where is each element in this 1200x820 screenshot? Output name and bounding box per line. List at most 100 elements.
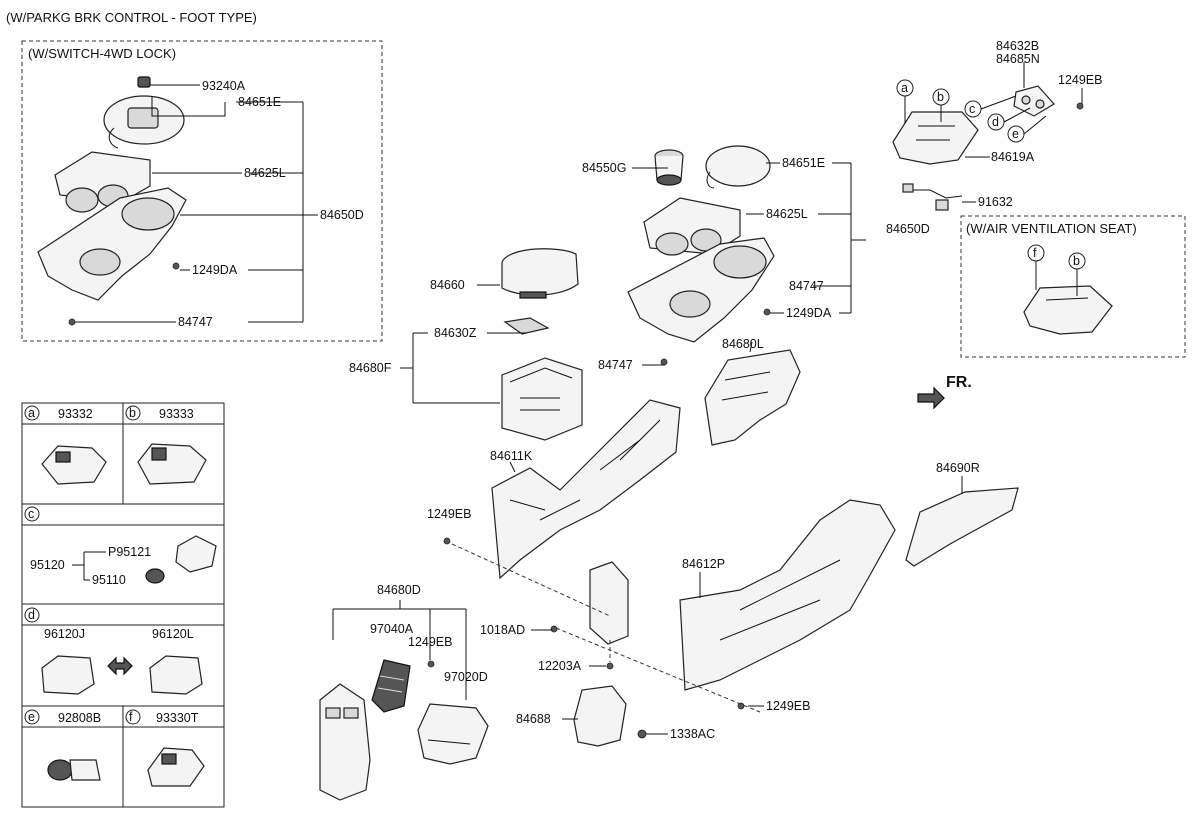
legend-b-part: 93333 [159, 407, 194, 421]
label-1249EB-switch: 1249EB [1058, 73, 1102, 87]
storage-mat-part [503, 317, 550, 335]
rear-console-panel-part [319, 683, 371, 801]
label-84651E: 84651E [782, 156, 825, 170]
rear-cover-right-part [905, 487, 1019, 567]
switch-housing-part [892, 111, 979, 165]
legend-a-switch-part [41, 445, 107, 485]
callout-f-text: f [1033, 246, 1037, 260]
legend-a-letter: a [28, 406, 35, 420]
front-label: FR. [946, 374, 972, 391]
screw-1249EB-left [443, 537, 451, 545]
label-1018AD: 1018AD [480, 623, 525, 637]
cup-holder-part-left [54, 151, 151, 213]
label-1249DA-inset: 1249DA [192, 263, 238, 277]
vent-switch-housing-part [1023, 285, 1113, 335]
bolt-12203A [606, 662, 614, 670]
legend-e-socket-part [47, 759, 101, 781]
legend-d-left: 96120J [44, 627, 85, 641]
bracket-part [589, 561, 629, 645]
label-84650D: 84650D [886, 222, 930, 236]
air-vent-header: (W/AIR VENTILATION SEAT) [966, 221, 1137, 236]
label-84612P: 84612P [682, 557, 725, 571]
callout-e-text: e [1012, 127, 1019, 141]
label-84680D: 84680D [377, 583, 421, 597]
console-tray-part-left [37, 187, 187, 301]
label-84625L: 84625L [766, 207, 808, 221]
console-frame-part [491, 399, 681, 580]
legend-callout-b [125, 405, 141, 421]
rear-vent-duct-part [417, 703, 489, 765]
legend-d-letter: d [28, 608, 35, 622]
label-84625L-inset: 84625L [244, 166, 286, 180]
nut-1338AC [637, 729, 647, 739]
label-84747-lower: 84747 [598, 358, 633, 372]
screw-1249EB-rear [427, 660, 435, 668]
label-84690R: 84690R [936, 461, 980, 475]
label-84632B: 84632B [996, 39, 1039, 53]
clip-part-left [68, 318, 76, 326]
switch-bezel-part [103, 95, 185, 149]
storage-box-part [501, 357, 583, 441]
ash-cup-part [654, 149, 684, 186]
label-91632: 91632 [978, 195, 1013, 209]
label-84660: 84660 [430, 278, 465, 292]
legend-a-part: 93332 [58, 407, 93, 421]
label-1249EB-left: 1249EB [427, 507, 471, 521]
callout-a-text: a [901, 81, 908, 95]
screw-1249EB-right [737, 702, 745, 710]
label-84630Z: 84630Z [434, 326, 477, 340]
callout-b2-text: b [1073, 254, 1080, 268]
label-84619A: 84619A [991, 150, 1035, 164]
wiring-harness-part [902, 183, 963, 211]
legend-d-right: 96120L [152, 627, 194, 641]
side-cover-right-part [679, 499, 896, 691]
legend-callout-d [24, 607, 40, 623]
legend-b-letter: b [129, 406, 136, 420]
label-93240A: 93240A [202, 79, 246, 93]
label-84680L: 84680L [722, 337, 764, 351]
main-header: (W/PARKG BRK CONTROL - FOOT TYPE) [6, 10, 257, 25]
label-84550G: 84550G [582, 161, 626, 175]
legend-callout-f [125, 709, 141, 725]
legend-e-letter: e [28, 710, 35, 724]
screw-part-center [763, 308, 771, 316]
label-1249EB-right: 1249EB [766, 699, 810, 713]
label-84685N: 84685N [996, 52, 1040, 66]
label-12203A: 12203A [538, 659, 582, 673]
rear-vent-grille-part [371, 659, 411, 713]
armrest-lid-part [501, 248, 579, 299]
label-1249EB-rear: 1249EB [408, 635, 452, 649]
callout-e [1007, 125, 1025, 143]
switch-bezel-part-center [705, 145, 771, 189]
legend-f-part: 93330T [156, 711, 199, 725]
legend-f-switch-part [147, 747, 205, 787]
bracket-lower-part [573, 685, 627, 747]
legend-callout-e [24, 709, 40, 725]
legend-b-switch-part [137, 443, 207, 485]
legend-c-bottom: 95110 [92, 573, 126, 587]
label-84688: 84688 [516, 712, 551, 726]
label-1338AC: 1338AC [670, 727, 715, 741]
air-vent-frame [960, 215, 1186, 358]
cup-holder-part-center [643, 197, 741, 256]
legend-c-top: P95121 [108, 545, 151, 559]
double-arrow-icon [107, 656, 133, 676]
bolt-1018AD [550, 625, 558, 633]
label-84680F: 84680F [349, 361, 392, 375]
switch-panel-part [1013, 85, 1055, 117]
4wd-lock-frame [21, 40, 383, 342]
label-1249DA-center: 1249DA [786, 306, 832, 320]
legend-table [21, 402, 225, 808]
label-84651E-inset: 84651E [238, 95, 281, 109]
screw-part-switch [1076, 102, 1084, 110]
label-84747-center: 84747 [789, 279, 824, 293]
legend-c-main: 95120 [30, 558, 65, 572]
callout-d-text: d [992, 115, 999, 129]
callout-b-text: b [937, 90, 944, 104]
legend-callout-c [24, 506, 40, 522]
screw-part-left [172, 262, 180, 270]
legend-d-usb-right-part [149, 655, 203, 695]
side-cover-left-part [704, 349, 801, 446]
